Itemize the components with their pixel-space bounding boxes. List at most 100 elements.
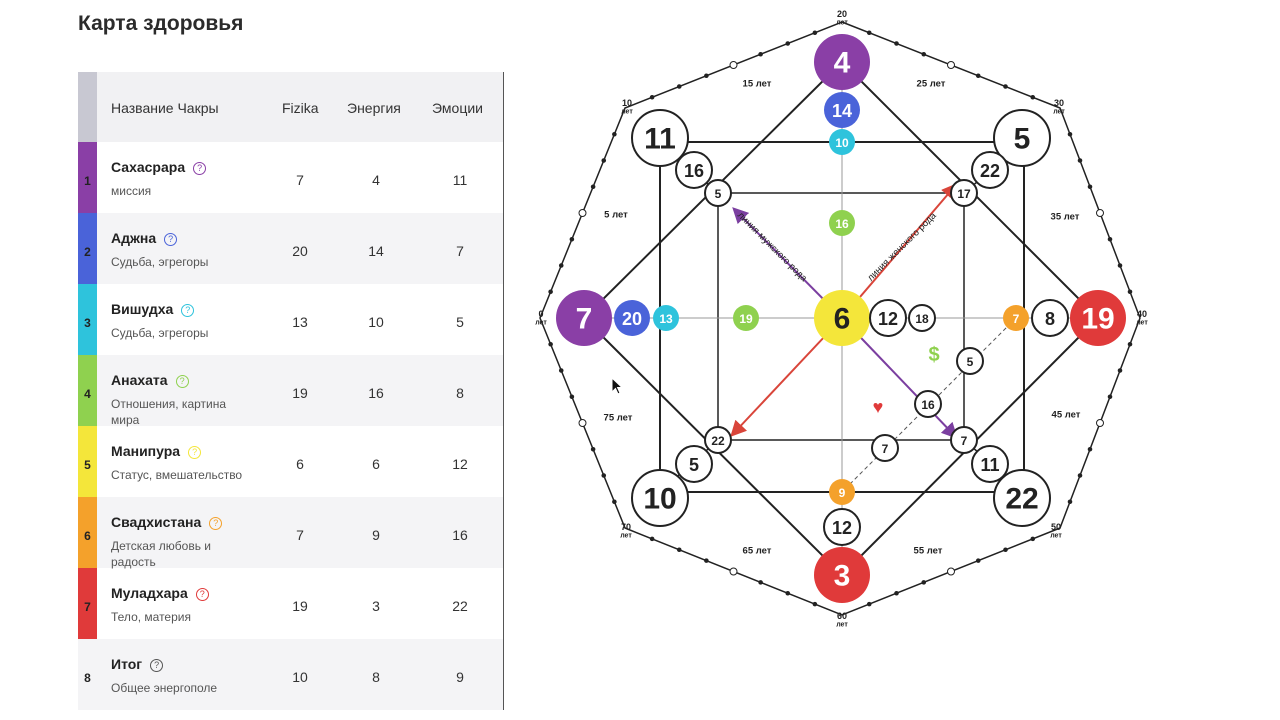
point-left-2-value: 20 xyxy=(622,309,642,329)
age-tick xyxy=(1117,368,1123,373)
chakra-description: Общее энергополе xyxy=(111,681,218,695)
value-energy: 16 xyxy=(368,385,384,401)
age-tick xyxy=(1003,84,1008,89)
point-tl-3 xyxy=(704,179,732,207)
chakra-description: Судьба, эгрегоры xyxy=(111,255,209,269)
point-tl-3-value: 5 xyxy=(715,187,722,201)
age-tick xyxy=(812,601,818,607)
header-physics: Fizika xyxy=(282,100,319,116)
age-tick xyxy=(612,131,617,137)
chakra-number: 8 xyxy=(84,671,91,685)
point-right-2 xyxy=(1031,299,1069,337)
age-tick xyxy=(1077,158,1083,163)
age-tick xyxy=(866,30,872,36)
point-money-1-value: 5 xyxy=(967,355,974,369)
point-top-2 xyxy=(824,92,860,128)
mouse-cursor-icon xyxy=(611,377,624,395)
value-physics: 10 xyxy=(292,669,308,685)
point-top-4-value: 16 xyxy=(835,217,849,231)
age-unit-label: лет xyxy=(621,109,633,116)
value-physics: 7 xyxy=(296,527,304,543)
help-icon[interactable]: ? xyxy=(164,233,178,246)
value-emotions: 22 xyxy=(452,598,468,614)
age-tick xyxy=(590,446,596,452)
chakra-number: 7 xyxy=(84,600,91,614)
point-top-3 xyxy=(829,129,855,155)
age-marker-5-years xyxy=(1096,209,1104,217)
point-love-value: 7 xyxy=(882,442,889,456)
point-bottom-left xyxy=(631,469,689,527)
age-label: 0 xyxy=(538,309,543,319)
point-tr-2-value: 22 xyxy=(980,161,1000,181)
value-physics: 19 xyxy=(292,385,308,401)
age-marker-5-years xyxy=(947,567,955,576)
age-tick xyxy=(569,236,575,242)
point-br-3-value: 7 xyxy=(961,434,968,448)
age-marker-5-years xyxy=(947,61,955,69)
value-emotions: 8 xyxy=(456,385,464,401)
age-unit-label: лет xyxy=(535,320,547,327)
point-tr-2 xyxy=(971,151,1009,189)
help-icon[interactable]: ? xyxy=(195,588,209,601)
age-tick xyxy=(785,41,791,46)
chakra-description: Судьба, эгрегоры xyxy=(111,326,209,340)
help-icon[interactable]: ? xyxy=(150,659,164,672)
value-physics: 20 xyxy=(292,243,308,259)
point-top-4 xyxy=(829,210,855,236)
point-money-2 xyxy=(914,390,942,418)
point-left-2 xyxy=(614,300,650,336)
age-unit-label: лет xyxy=(1136,320,1148,327)
point-love xyxy=(871,434,899,462)
age-tick xyxy=(1087,184,1093,190)
point-br-2-value: 11 xyxy=(980,455,999,475)
value-energy: 4 xyxy=(372,172,380,188)
age-tick xyxy=(975,558,981,563)
point-bl-2-value: 5 xyxy=(689,455,699,475)
point-bottom xyxy=(814,547,870,603)
money-love-line xyxy=(841,317,1017,493)
age-tick xyxy=(601,158,607,163)
help-icon[interactable]: ? xyxy=(181,304,195,317)
point-money-1 xyxy=(956,347,984,375)
value-emotions: 9 xyxy=(456,669,464,685)
point-top-3-value: 10 xyxy=(835,136,849,150)
value-energy: 10 xyxy=(368,314,384,330)
value-energy: 8 xyxy=(372,669,380,685)
age-mark-label: 35 лет xyxy=(1051,212,1080,223)
value-physics: 6 xyxy=(296,456,304,472)
age-tick xyxy=(1127,289,1133,295)
point-left xyxy=(556,290,612,346)
age-tick xyxy=(758,51,763,57)
help-icon[interactable]: ? xyxy=(175,375,189,388)
point-right-4 xyxy=(1003,305,1029,331)
age-unit-label: лет xyxy=(1050,533,1062,540)
help-icon[interactable]: ? xyxy=(193,162,207,175)
chakra-color-stripe xyxy=(78,142,97,213)
age-tick xyxy=(1030,94,1036,100)
age-octagon xyxy=(539,21,1141,616)
chakra-color-stripe xyxy=(78,568,97,639)
chakra-color-stripe xyxy=(78,639,97,710)
point-right-5-value: 12 xyxy=(878,309,898,329)
male-line-label: линия мужского рода xyxy=(735,210,810,285)
point-left-4-value: 19 xyxy=(739,312,753,326)
value-energy: 9 xyxy=(372,527,380,543)
help-icon[interactable]: ? xyxy=(209,517,223,530)
point-tr-3 xyxy=(950,179,978,207)
point-bottom-value: 3 xyxy=(834,560,851,593)
value-emotions: 7 xyxy=(456,243,464,259)
help-icon[interactable]: ? xyxy=(188,446,202,459)
chakra-number: 6 xyxy=(84,529,91,543)
age-tick xyxy=(612,499,617,505)
point-right-5 xyxy=(869,299,907,337)
point-right xyxy=(1070,290,1126,346)
chakra-name: Свадхистана? xyxy=(111,514,223,530)
chakra-name: Муладхара? xyxy=(111,585,209,601)
table-header: Название Чакры Fizika Энергия Эмоции xyxy=(78,72,503,142)
value-energy: 14 xyxy=(368,243,384,259)
